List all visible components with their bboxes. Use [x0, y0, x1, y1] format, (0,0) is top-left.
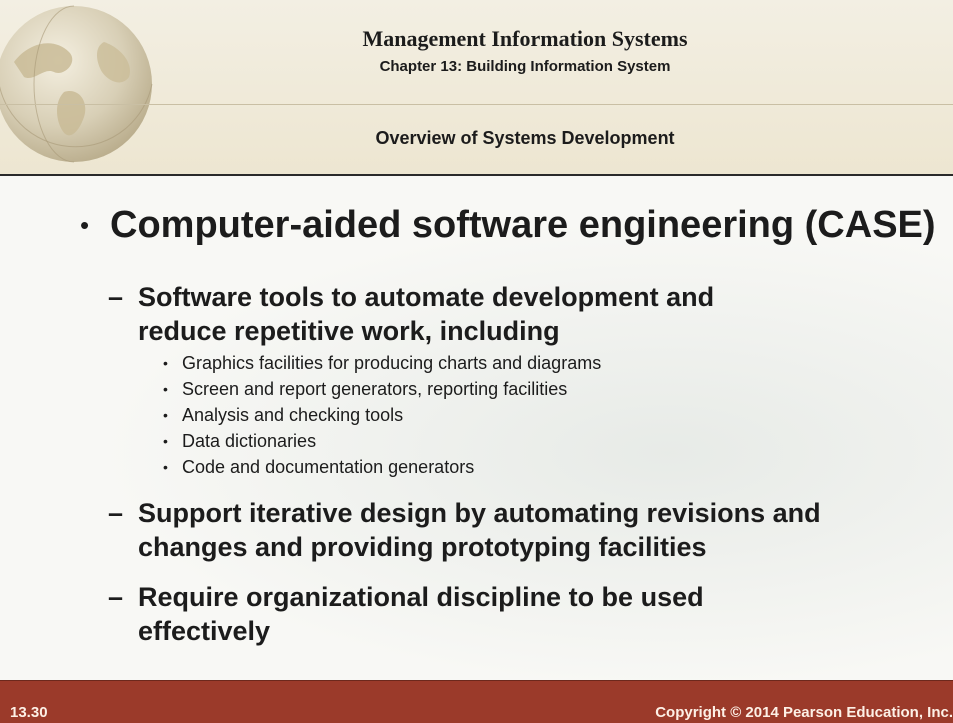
presentation-title: Management Information Systems — [362, 26, 688, 51]
content-area — [0, 176, 953, 680]
detail-item: Screen and report generators, reporting … — [182, 379, 568, 399]
detail-item: Data dictionaries — [182, 431, 317, 451]
slide-number: 13.30 — [10, 704, 48, 721]
detail-item: Analysis and checking tools — [182, 405, 404, 425]
bullet-dot-icon: • — [163, 355, 168, 371]
detail-item: Code and documentation generators — [182, 457, 475, 477]
bullet-dot-icon: • — [163, 459, 168, 475]
sub-point-2-line-2: changes and providing prototyping facili… — [138, 532, 707, 562]
sub-point-3-line-1: Require organizational discipline to be … — [138, 582, 704, 612]
dash-icon: – — [108, 582, 124, 612]
bullet-dot-icon: • — [163, 381, 168, 397]
bullet-dot-icon: • — [163, 433, 168, 449]
sub-point-1-line-2: reduce repetitive work, including — [138, 316, 560, 346]
bullet-dot-icon: • — [163, 407, 168, 423]
slide-footer: 13.30 Copyright © 2014 Pearson Education… — [0, 680, 953, 723]
sub-point-1-line-1: Software tools to automate development a… — [138, 282, 715, 312]
detail-item: Graphics facilities for producing charts… — [182, 353, 602, 373]
chapter-subtitle: Chapter 13: Building Information System — [379, 58, 671, 75]
main-bullet: Computer-aided software engineering (CAS… — [110, 204, 936, 246]
copyright-notice: Copyright © 2014 Pearson Education, Inc. — [655, 704, 953, 721]
sub-point-2-line-1: Support iterative design by automating r… — [138, 498, 821, 528]
header-divider — [0, 104, 953, 105]
section-title: Overview of Systems Development — [375, 128, 675, 148]
dash-icon: – — [108, 282, 124, 312]
bullet-dot-icon: • — [80, 210, 90, 240]
sub-point-3-line-2: effectively — [138, 616, 271, 646]
slide-header: Management Information Systems Chapter 1… — [0, 0, 953, 176]
dash-icon: – — [108, 498, 124, 528]
globe-icon — [0, 5, 153, 163]
